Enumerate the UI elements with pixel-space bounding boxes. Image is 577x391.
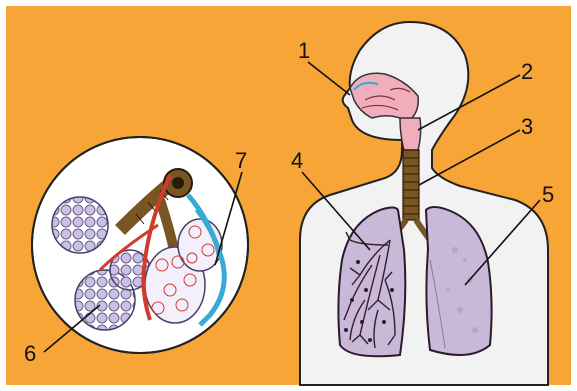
larynx — [400, 118, 421, 150]
callout-4-bronchial-tree: 4 — [291, 150, 303, 172]
callout-6-alveoli: 6 — [24, 343, 36, 365]
callout-2-larynx: 2 — [521, 61, 533, 83]
magnified-alveoli-inset — [32, 137, 248, 353]
callout-5-lung: 5 — [542, 184, 554, 206]
alveoli-cluster-top — [52, 197, 108, 253]
callout-7-capillaries: 7 — [235, 150, 247, 172]
callout-3-trachea: 3 — [521, 116, 533, 138]
callout-1-nasal-cavity: 1 — [298, 40, 310, 62]
